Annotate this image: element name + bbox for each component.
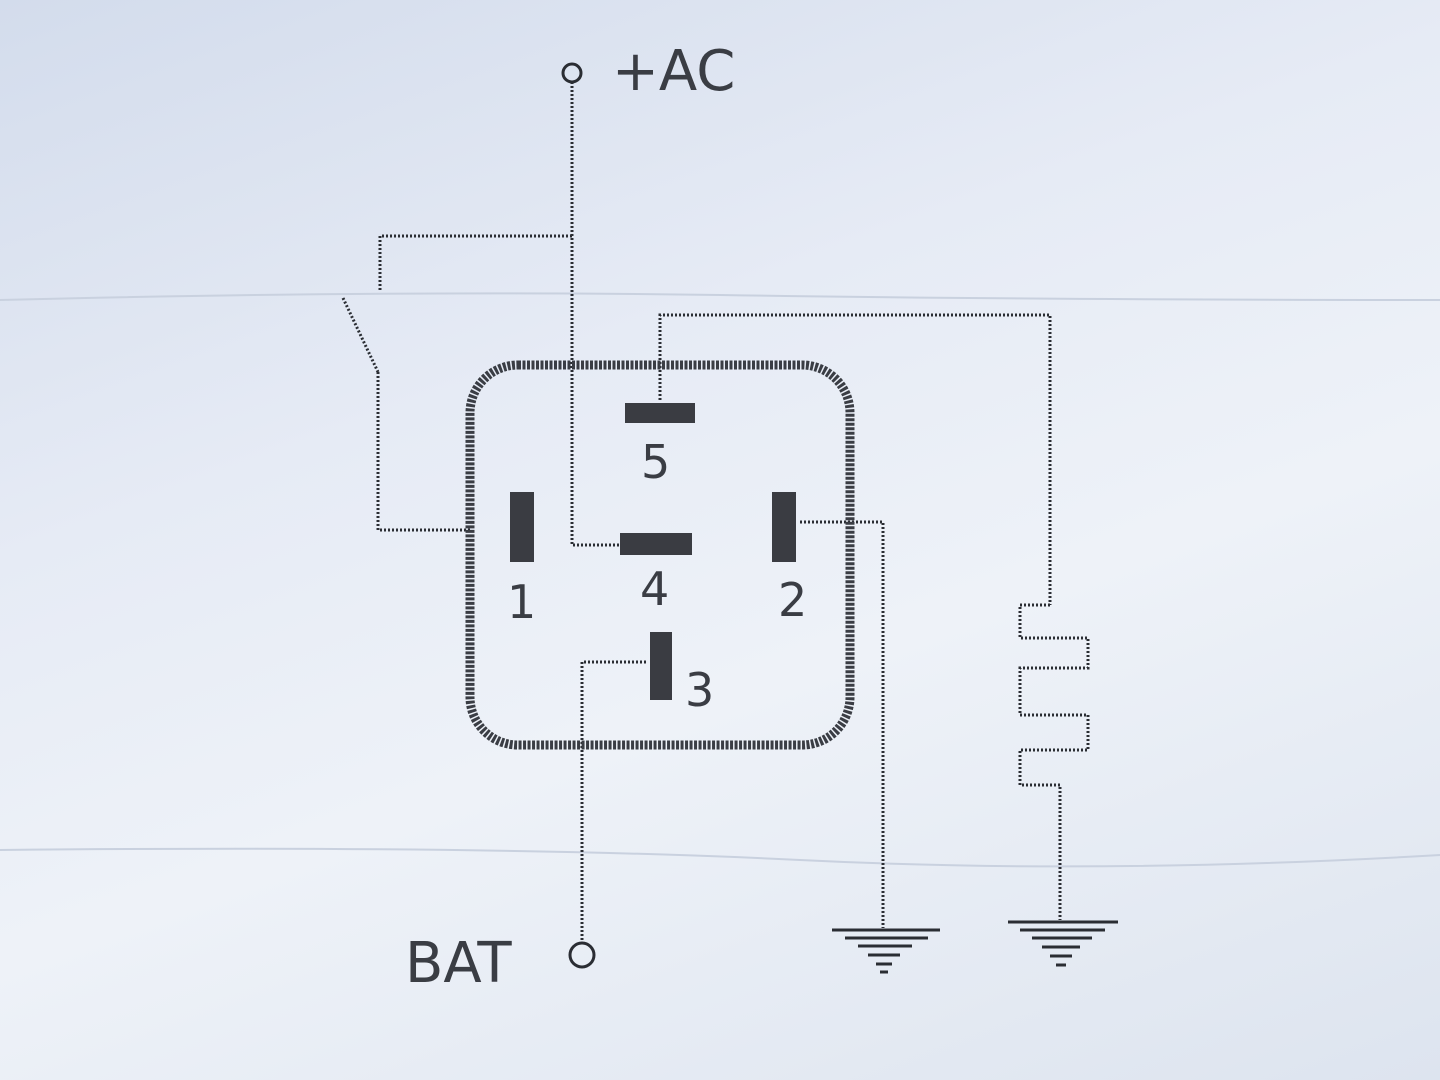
bat-label: BAT [405,931,512,996]
pin-1 [510,492,534,562]
coil-element [1018,603,1090,920]
bat-terminal [568,941,596,969]
switch-blade [341,297,380,373]
wire-pin2-to-ground [800,520,885,928]
pin-label-1: 1 [507,575,536,629]
pin-label-5: 5 [641,435,670,489]
ac-terminal [561,62,583,84]
pin-label-3: 3 [685,663,714,717]
pin-5 [625,403,695,423]
pin-4 [620,533,692,555]
paper-crease-top [0,292,1440,301]
pin-3 [650,632,672,700]
pin-label-2: 2 [778,573,807,627]
ground-symbol-left [832,928,940,974]
ac-label: +AC [612,39,735,104]
wire-pin3-to-bat [580,660,646,943]
paper-crease-bottom [0,847,1440,868]
wire-ac-to-switch [378,234,572,292]
ground-symbol-right [1008,920,1118,967]
pin-2 [772,492,796,562]
wire-ac-to-pin4 [570,82,622,547]
relay-housing [465,360,855,750]
wire-pin5-to-coil [658,313,1052,605]
pin-label-4: 4 [640,562,669,616]
wire-switch-to-pin1 [376,372,470,532]
